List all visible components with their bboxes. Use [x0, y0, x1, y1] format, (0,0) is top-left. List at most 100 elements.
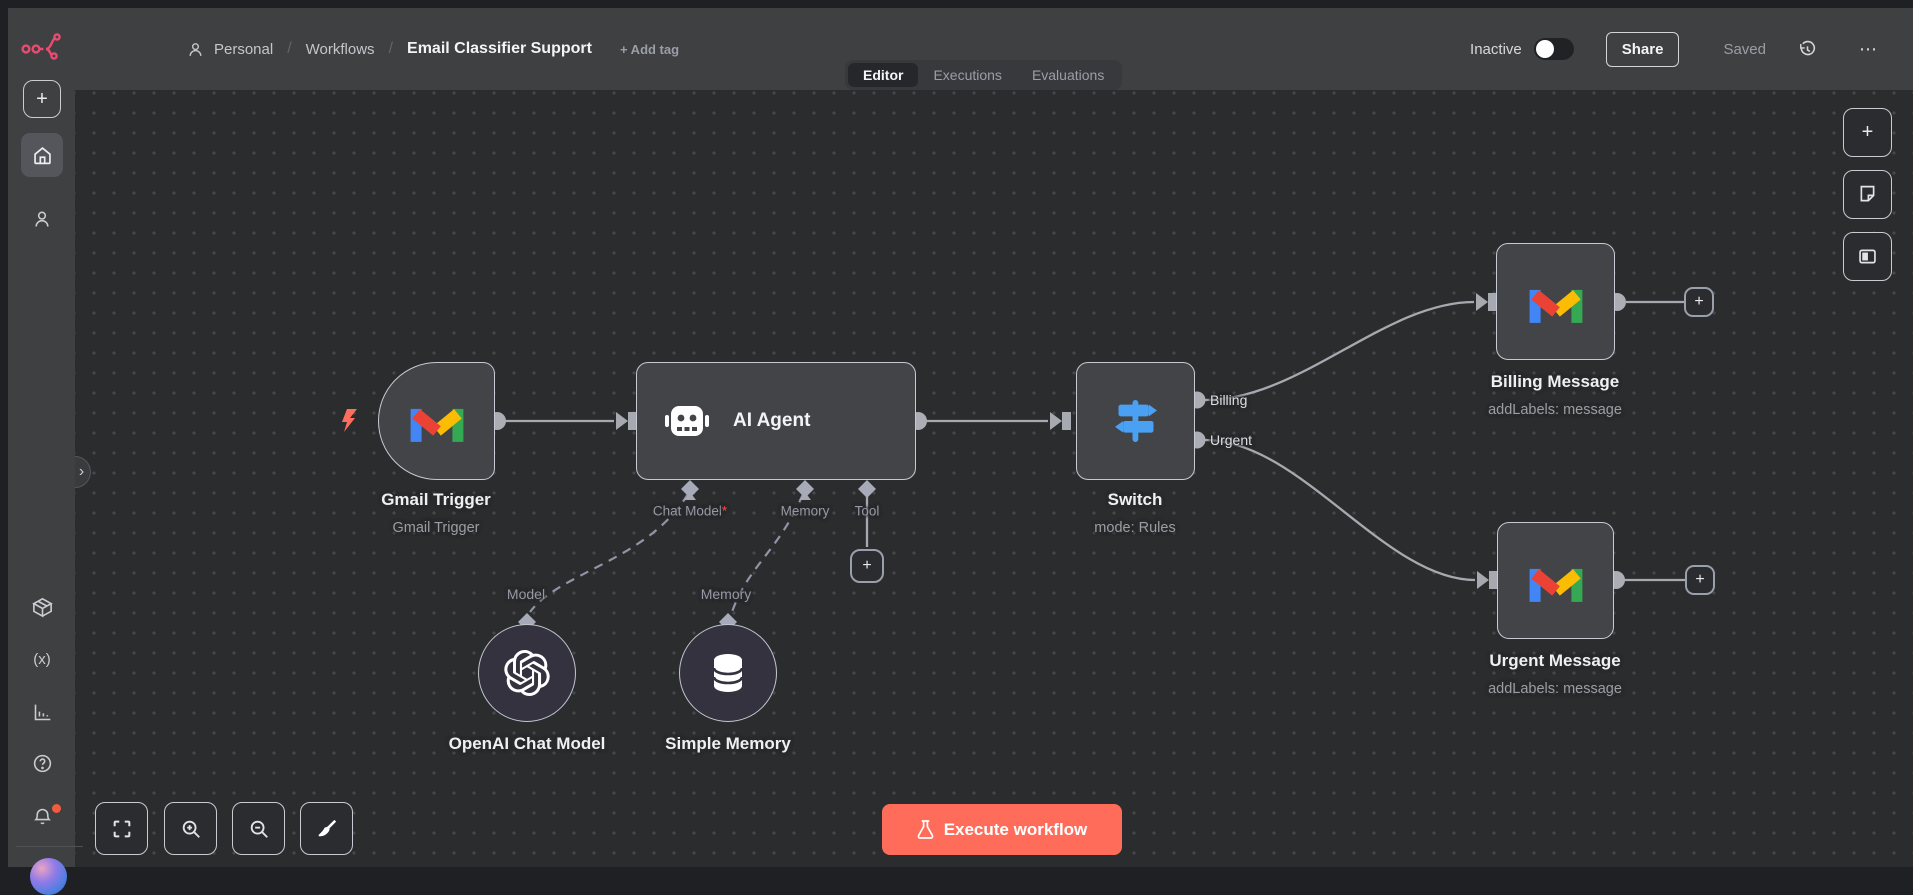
tidy-up-button[interactable]: [300, 802, 353, 855]
port-label-memory: Memory: [780, 503, 830, 519]
plus-icon: +: [1861, 121, 1874, 143]
split-panel-icon: [1859, 249, 1876, 264]
fit-view-icon: [113, 820, 130, 837]
sidebar-item-templates[interactable]: [27, 591, 57, 621]
more-options-button[interactable]: ⋯: [1859, 38, 1879, 59]
breadcrumb-section[interactable]: Workflows: [305, 40, 375, 58]
sidebar-item-updates[interactable]: [27, 801, 57, 831]
port-label-chat-model: Chat Model*: [653, 504, 727, 519]
port-label-tool: Tool: [854, 503, 880, 519]
node-title-openai-chat-model: OpenAI Chat Model: [448, 734, 606, 753]
plus-icon: +: [36, 87, 48, 110]
zoom-out-icon: [250, 820, 268, 838]
user-icon: [35, 211, 49, 227]
node-billing-message[interactable]: [1496, 243, 1615, 360]
node-title-urgent-message: Urgent Message: [1489, 651, 1621, 670]
zoom-to-fit-button[interactable]: [95, 802, 148, 855]
node-subtitle-billing-message: addLabels: message: [1488, 402, 1622, 418]
switch-signpost-icon: [1114, 400, 1157, 442]
help-circle-icon: [33, 754, 51, 772]
share-button[interactable]: Share: [1605, 31, 1680, 67]
workflow-title[interactable]: Email Classifier Support: [407, 40, 592, 57]
node-title-simple-memory: Simple Memory: [665, 734, 791, 753]
workflow-history-button[interactable]: [1798, 40, 1817, 59]
robot-icon: [665, 406, 709, 436]
sidebar-item-variables[interactable]: (x): [27, 644, 57, 674]
node-ai-agent[interactable]: AI Agent: [636, 362, 916, 480]
user-avatar[interactable]: [30, 858, 67, 895]
zoom-in-button[interactable]: [164, 802, 217, 855]
execute-workflow-label: Execute workflow: [943, 819, 1088, 839]
bell-icon: [33, 808, 51, 824]
node-subtitle-gmail-trigger: Gmail Trigger: [392, 520, 480, 536]
tab-editor[interactable]: Editor: [848, 63, 919, 87]
plus-icon: +: [862, 557, 872, 574]
sidebar-item-insights[interactable]: [27, 697, 57, 727]
workflow-canvas[interactable]: [75, 90, 1913, 867]
node-gmail-trigger[interactable]: [378, 362, 495, 480]
create-workflow-button[interactable]: +: [23, 80, 61, 118]
sidebar-divider: [16, 846, 83, 847]
openai-icon: [504, 650, 550, 696]
view-tabs: Editor Executions Evaluations: [845, 60, 1123, 90]
zoom-in-icon: [182, 820, 200, 838]
topbar-actions: Inactive Share Saved ⋯: [1470, 8, 1879, 90]
node-title-gmail-trigger: Gmail Trigger: [381, 490, 491, 509]
breadcrumb: Personal / Workflows / Email Classifier …: [187, 8, 679, 90]
add-tag-button[interactable]: + Add tag: [619, 41, 680, 57]
activation-status-label: Inactive: [1470, 40, 1522, 58]
user-icon: [189, 42, 202, 56]
trigger-lightning-icon: [342, 409, 357, 432]
sidebar-item-home[interactable]: [21, 133, 63, 177]
tab-executions[interactable]: Executions: [933, 67, 1002, 83]
sticky-note-icon: [1860, 185, 1875, 202]
gmail-icon: [410, 408, 463, 442]
add-node-button[interactable]: +: [1843, 108, 1892, 157]
node-urgent-message[interactable]: [1497, 522, 1614, 639]
switch-output-label-urgent: Urgent: [1210, 432, 1253, 448]
add-sticky-note-button[interactable]: [1843, 170, 1892, 219]
toggle-panel-button[interactable]: [1843, 232, 1892, 281]
breadcrumb-separator: /: [388, 40, 394, 57]
subnode-port-label-model: Model: [506, 586, 546, 602]
node-subtitle-switch: mode: Rules: [1094, 520, 1176, 536]
node-simple-memory[interactable]: [679, 624, 777, 722]
node-openai-chat-model[interactable]: [478, 624, 576, 722]
sidebar: + (x): [8, 8, 83, 895]
zoom-out-button[interactable]: [232, 802, 285, 855]
node-title-switch: Switch: [1107, 490, 1163, 509]
tab-evaluations[interactable]: Evaluations: [1031, 67, 1105, 83]
subnode-port-label-memory: Memory: [700, 586, 752, 602]
chevron-right-icon: ›: [78, 463, 85, 480]
history-clock-icon: [1800, 40, 1816, 55]
sidebar-item-help[interactable]: [27, 748, 57, 778]
plus-icon: +: [1695, 571, 1705, 588]
gmail-icon: [1529, 289, 1582, 323]
activation-toggle[interactable]: [1533, 38, 1574, 60]
bar-chart-icon: [34, 704, 50, 720]
breadcrumb-separator: /: [287, 40, 292, 57]
database-icon: [712, 654, 744, 692]
notification-dot: [52, 804, 61, 813]
node-switch[interactable]: [1076, 362, 1195, 480]
gmail-icon: [1529, 568, 1582, 602]
switch-output-label-billing: Billing: [1210, 392, 1248, 408]
toggle-knob: [1535, 40, 1554, 58]
execute-workflow-button[interactable]: Execute workflow: [882, 804, 1122, 855]
node-title-ai-agent: AI Agent: [733, 410, 811, 431]
save-status: Saved: [1723, 40, 1766, 58]
broom-icon: [318, 819, 336, 836]
node-subtitle-urgent-message: addLabels: message: [1488, 681, 1622, 697]
home-icon: [33, 146, 51, 164]
package-box-icon: [31, 597, 53, 617]
variables-icon: (x): [33, 650, 51, 668]
add-next-node-urgent-button[interactable]: +: [1685, 565, 1715, 595]
port-label-chat-model-text: Chat Model: [652, 503, 722, 519]
breadcrumb-project[interactable]: Personal: [214, 40, 274, 58]
plus-icon: +: [1694, 293, 1704, 310]
required-marker: *: [721, 503, 728, 519]
flask-icon: [917, 820, 934, 839]
sidebar-item-personal[interactable]: [27, 204, 57, 234]
add-next-node-billing-button[interactable]: +: [1684, 287, 1714, 317]
add-tool-button[interactable]: +: [850, 549, 884, 583]
